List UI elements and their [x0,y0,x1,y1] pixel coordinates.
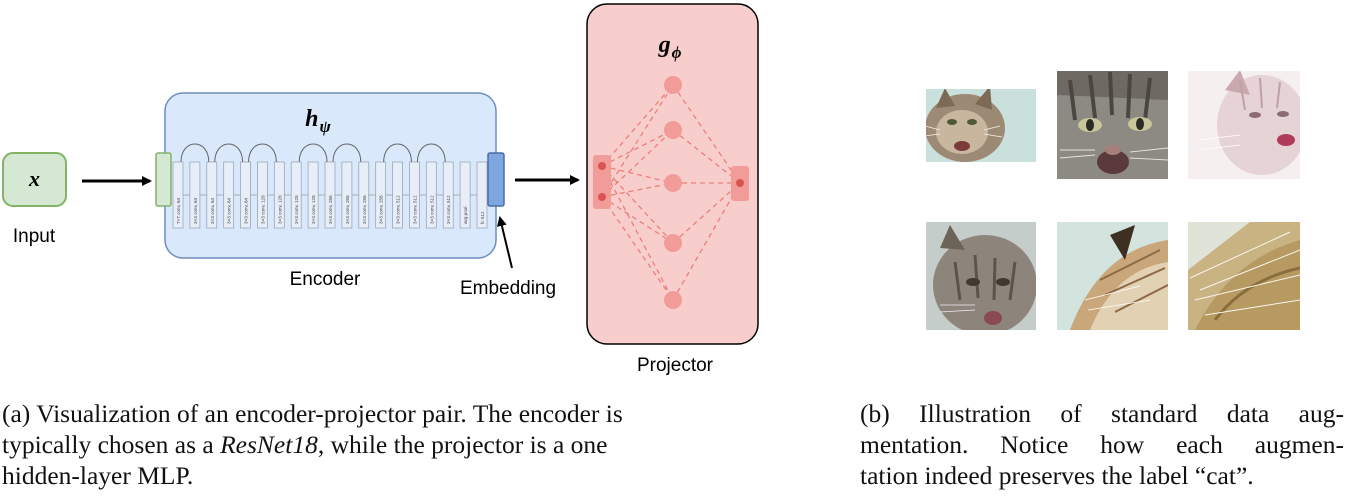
resnet-layer-label: 3×3 conv, 128 [260,195,265,224]
residual-arc [332,143,362,163]
resnet-layer [476,161,488,229]
mlp-hidden-node [664,121,682,139]
resnet-layer-label: 3×3 conv, 512 [396,195,401,224]
residual-arc [180,143,210,163]
resnet-layer-label: 3×3 conv, 64 [227,197,232,224]
mlp-edge [601,165,674,301]
input-symbol: x [28,166,40,191]
residual-arc [383,143,412,163]
projector-block: gϕ [586,3,759,345]
residual-arc [214,143,244,163]
augmentation-grid [926,71,1300,330]
resnet-layer-label: 3×3 conv, 256 [328,195,333,224]
caption-b-line-3: tation indeed preserves the label “cat”. [860,461,1254,490]
mlp-hidden-node [664,76,682,94]
resnet-layer-label: 3×3 conv, 256 [379,195,384,224]
augmentation-image-4 [926,222,1036,330]
residual-arc [416,143,446,163]
embedding-label: Embedding [460,278,556,299]
encoder-projector-diagram: x Input hψ 7×7 conv, 64 3×3 conv, 64 3×3 c… [2,3,1300,376]
encoder-label: Encoder [290,269,361,290]
mlp-hidden-node [664,291,682,309]
mlp-nodes [598,76,744,309]
augmentation-image-1 [926,89,1036,162]
resnet-layer-label: 3×3 conv, 256 [362,195,367,224]
resnet-layer-label: avg pool [463,207,468,224]
caption-b-line-1: (b) Illustration of standard data aug- [860,399,1344,428]
augmentation-image-6 [1188,222,1300,330]
augmentation-image-3 [1188,71,1300,179]
caption-a-line-2: typically chosen as a ResNet18, while th… [2,429,767,460]
mlp-edge [601,196,674,301]
caption-a-text-end: , while the projector is a one [317,430,608,459]
projector-label: Projector [637,355,714,376]
mlp-input-layer [593,155,611,209]
encoder-block: hψ 7×7 conv, 64 3×3 conv, 64 3×3 conv, 64 3… [164,92,497,259]
mlp-edge [672,182,741,301]
mlp-edge [601,129,674,198]
caption-a-line-3: hidden-layer MLP. [2,461,194,490]
residual-arc [248,143,277,163]
caption-a-text: typically chosen as a [2,430,221,459]
input-node: x [2,152,67,207]
mlp-hidden-node [664,174,682,192]
resnet-layer-label: 3×3 conv, 128 [311,195,316,224]
embedding-layer [487,152,505,207]
augmentation-image-5 [1057,222,1168,330]
mlp-edge [601,129,674,167]
mlp-edge [601,84,674,198]
input-label: Input [13,226,56,247]
mlp-hidden-node [664,234,682,252]
mlp-edges [601,84,741,301]
resnet-layer-label: 3×3 conv, 64 [244,197,249,224]
residual-connections [180,143,446,163]
mlp-edge [672,182,741,244]
mlp-edge [672,84,741,184]
caption-a: (a) Visualization of an encoder-projecto… [2,398,767,491]
resnet-layer-label: 3×3 conv, 128 [277,195,282,224]
augmentation-image-2 [1057,71,1168,179]
caption-a-line-1: (a) Visualization of an encoder-projecto… [2,399,623,428]
mlp-input-node [598,162,606,170]
resnet-layer-label: 3×3 conv, 256 [345,195,350,224]
residual-arc [298,143,328,163]
mlp-input-node [598,193,606,201]
mlp-edge [601,165,674,184]
resnet-layer-label: 3×3 conv, 512 [446,195,451,224]
embedding-pointer-arrow [497,216,513,269]
resnet-layer-label: fc 512 [480,211,485,224]
resnet-layer-label: 3×3 conv, 512 [412,195,417,224]
mlp-edge [601,182,674,198]
resnet-layer-label: 3×3 conv, 128 [294,195,299,224]
caption-b: (b) Illustration of standard data aug- m… [860,398,1344,491]
resnet-layer-label: 7×7 conv, 64 [176,197,181,224]
caption-a-emphasis: ResNet18 [220,430,318,459]
encoder-input-layer [155,152,172,207]
encoder-symbol: hψ [305,106,331,136]
caption-b-line-2: mentation. Notice how each augmen- [860,430,1344,459]
resnet-layer-label: 3×3 conv, 64 [210,197,215,224]
resnet-layer-label: 3×3 conv, 512 [429,195,434,224]
resnet18-layers: 7×7 conv, 64 3×3 conv, 64 3×3 conv, 64 3×3 … [172,161,488,229]
projector-symbol: gϕ [658,32,682,62]
resnet-layer-label: 3×3 conv, 64 [193,197,198,224]
mlp-output-node [736,179,744,187]
